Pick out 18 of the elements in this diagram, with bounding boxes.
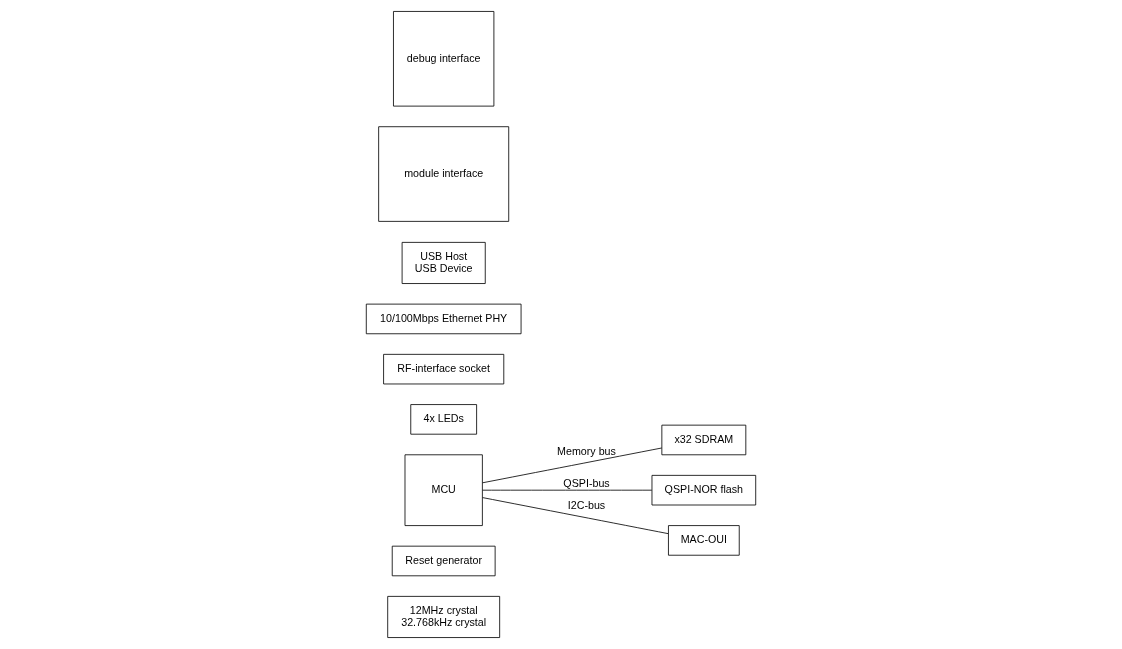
node-box: 10/100Mbps Ethernet PHY [365, 303, 522, 335]
node-box: x32 SDRAM [661, 424, 747, 456]
connector [482, 447, 663, 484]
node-box: QSPI-NOR flash [651, 474, 757, 506]
node-box: 12MHz crystal 32.768kHz crystal [387, 596, 501, 638]
node-box: USB Host USB Device [401, 241, 486, 284]
edge-label: Memory bus [557, 445, 616, 458]
connector [482, 497, 669, 534]
edge-label: I2C-bus [567, 498, 606, 511]
edge-label: QSPI-bus [563, 477, 610, 490]
node-box: module interface [378, 126, 510, 222]
connector [482, 489, 653, 491]
node-box: 4x LEDs [410, 404, 478, 435]
node-box: RF-interface socket [383, 353, 505, 385]
node-box: debug interface [393, 11, 495, 107]
node-box: Reset generator [391, 545, 496, 577]
node-box: MAC-OUI [668, 525, 740, 556]
node-box: MCU [404, 454, 483, 526]
